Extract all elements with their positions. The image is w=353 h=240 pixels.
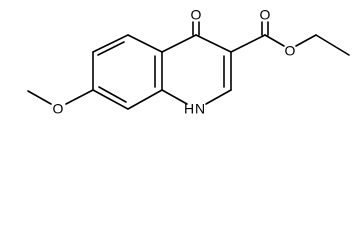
ester-carbonyl-oxygen-label: O xyxy=(260,7,271,23)
carbonyl-oxygen-label: O xyxy=(191,7,202,23)
methoxy-oxygen-label: O xyxy=(53,101,64,117)
bond-oether-ch2 xyxy=(295,34,317,47)
bond-c7-c8-inner xyxy=(98,86,127,103)
bond-c2-n1 xyxy=(205,89,232,105)
bond-c8-c8a xyxy=(127,89,163,110)
bond-c3-cester xyxy=(230,34,266,53)
bond-c7-omethoxy xyxy=(65,89,94,105)
chemical-structure: O O O O N H xyxy=(27,7,350,117)
bond-c5-c6 xyxy=(92,34,129,53)
bond-c4a-c5 xyxy=(127,34,163,53)
bond-c5-c6-inner xyxy=(97,41,125,56)
ring-nitrogen-hydrogen-label: H xyxy=(184,101,194,117)
bond-c7-c8 xyxy=(92,89,129,110)
bond-omethoxy-ch3 xyxy=(27,90,52,105)
bond-c4-c3 xyxy=(195,34,232,53)
bond-ch2-ch3 xyxy=(315,34,350,56)
ester-ether-oxygen-label: O xyxy=(285,43,296,59)
bond-cester-oether xyxy=(264,34,285,47)
ring-nitrogen-label: N xyxy=(195,101,205,117)
bond-n1-c8a xyxy=(161,89,188,105)
bond-c4a-c4 xyxy=(161,34,197,53)
structure-canvas: O O O O N H xyxy=(27,7,350,117)
